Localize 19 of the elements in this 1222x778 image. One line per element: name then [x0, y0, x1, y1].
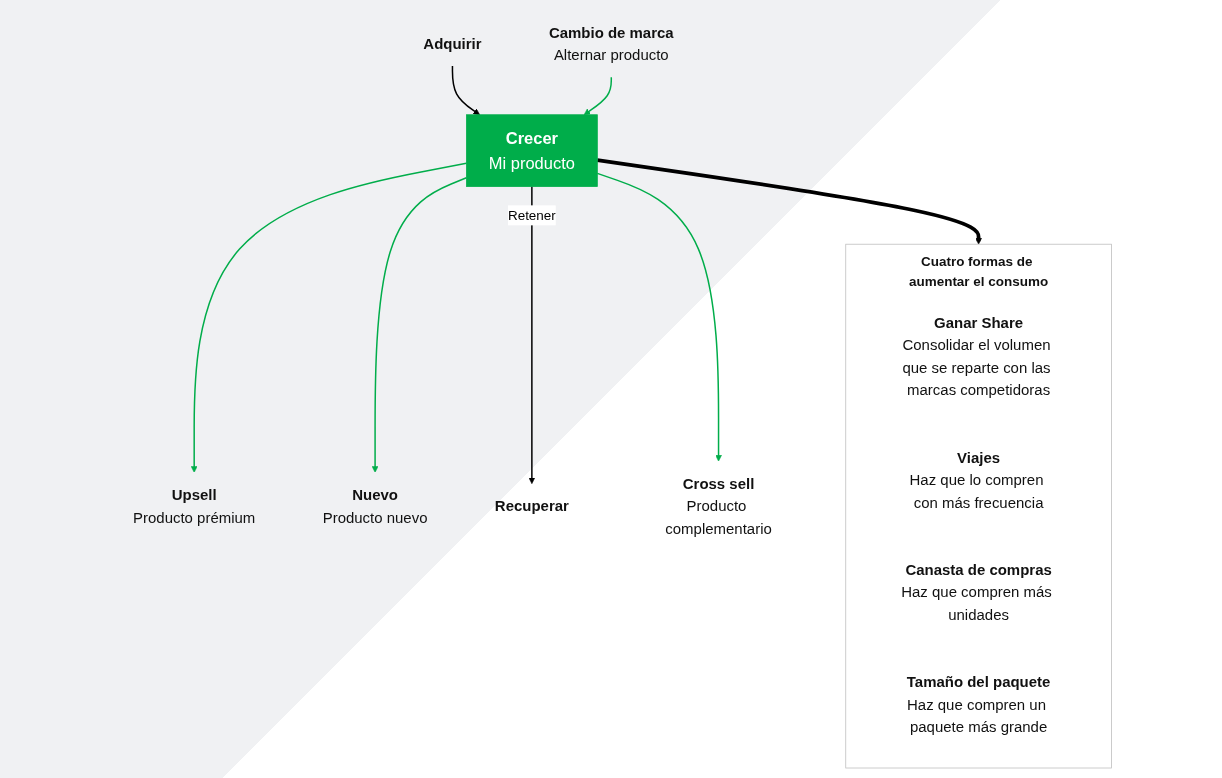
node-text: Cambio de marca Alternar producto	[548, 24, 674, 64]
edge-label: Retener	[507, 207, 556, 223]
node-text: Upsell Producto prémium	[133, 486, 256, 526]
arrow	[583, 76, 613, 116]
node-text: Recuperar	[494, 497, 569, 515]
arrow	[371, 176, 468, 473]
arrow	[190, 162, 468, 473]
arrow	[528, 185, 536, 484]
node-text: Tamaño del paquete Haz que compren un paquete más grande	[906, 673, 1051, 736]
node-text: Adquirir	[423, 35, 482, 52]
node-text: Canasta de compras Haz que compren más unidades	[901, 561, 1052, 623]
arrow	[596, 172, 722, 462]
node-text: Cross sell Producto complementario	[665, 475, 772, 537]
arrow	[597, 158, 982, 245]
node-text: Viajes Haz que lo compren con más frecuencia	[909, 449, 1044, 511]
node-text: Ganar Share Consolidar el volumen que se reparte con las marcas competidoras	[902, 314, 1051, 399]
arrow	[451, 65, 480, 116]
node-box: Crecer Mi producto	[466, 114, 598, 187]
node-text: Nuevo Producto nuevo	[322, 486, 428, 526]
